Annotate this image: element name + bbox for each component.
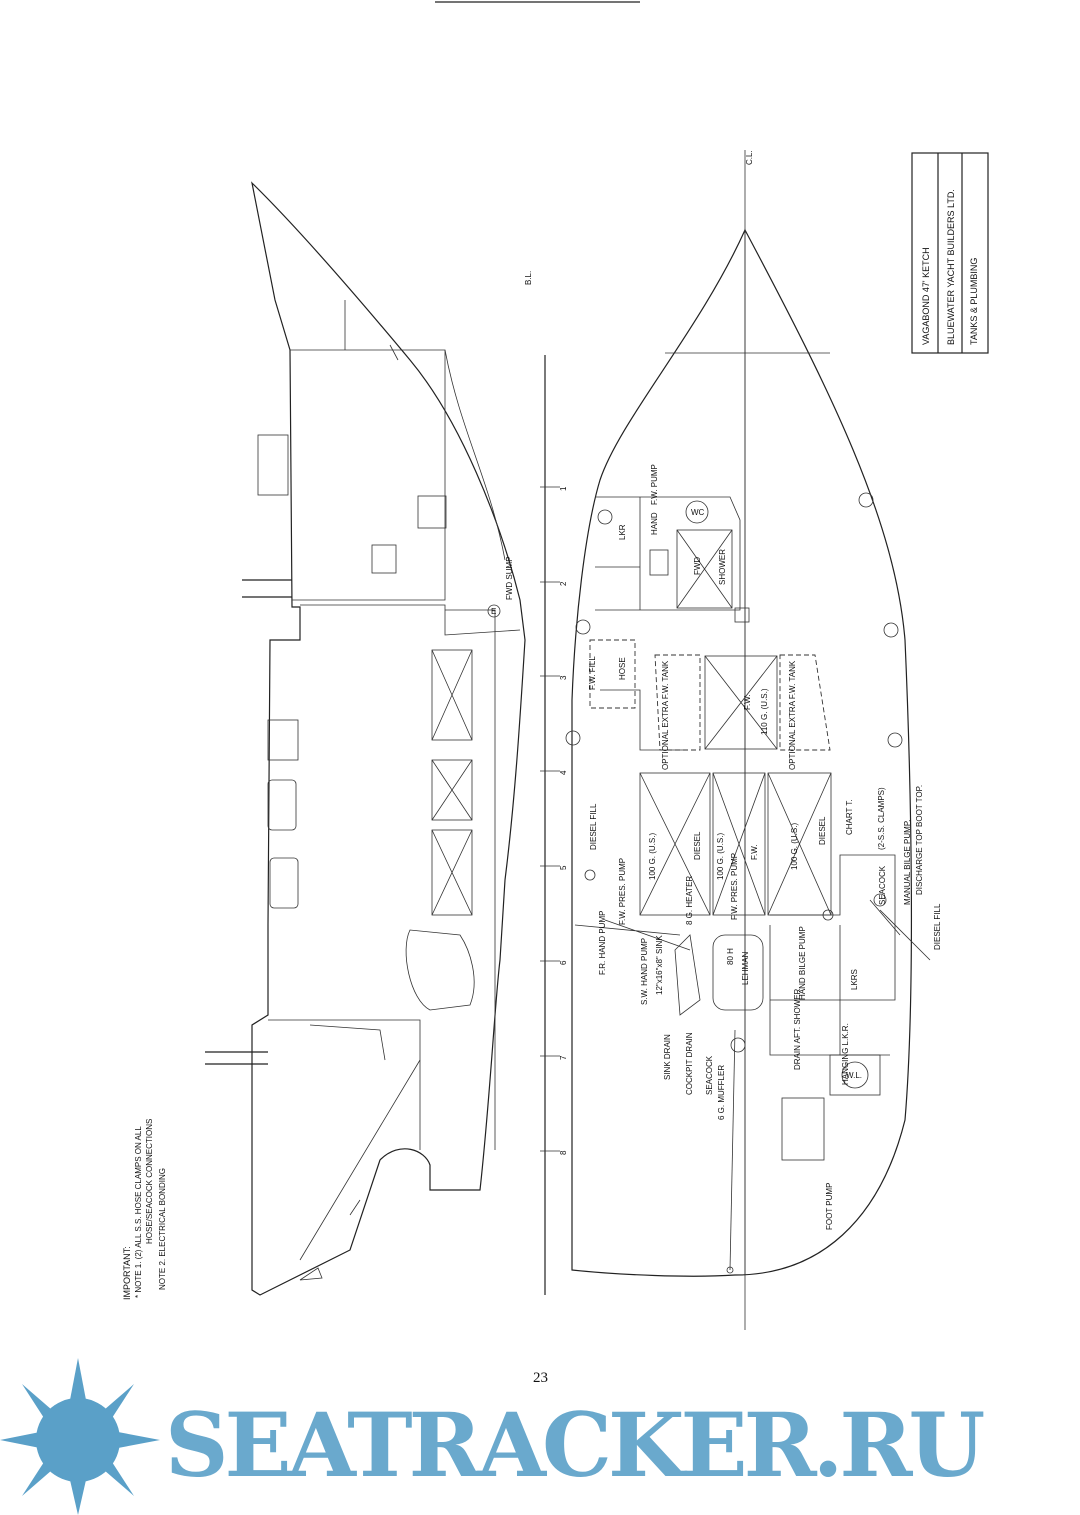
through-hull-fittings xyxy=(565,492,903,921)
station-3: 3 xyxy=(559,675,568,680)
label-hose: HOSE xyxy=(618,657,627,680)
label-hanging-lkr: HANGING L.K.R. xyxy=(841,1023,850,1085)
label-chart-table: CHART T. xyxy=(845,799,854,835)
watermark-text: SEATRACKER.RU xyxy=(165,1393,985,1497)
engine-outline xyxy=(712,934,764,1011)
title-drawing: TANKS & PLUMBING xyxy=(969,258,979,345)
label-sink-drain: SINK DRAIN xyxy=(663,1034,672,1080)
note-2: NOTE 2. ELECTRICAL BONDING xyxy=(158,1168,167,1290)
stations: 1 2 3 4 5 6 7 8 xyxy=(540,486,568,1155)
label-discharge: DISCHARGE TOP BOOT TOP. xyxy=(915,785,924,895)
label-diesel-2: DIESEL xyxy=(818,816,827,845)
wc-icon xyxy=(685,500,709,524)
page-number: 23 xyxy=(533,1370,548,1386)
bonding-marker xyxy=(487,604,501,618)
label-hand-bilge-pump: HAND BILGE PUMP xyxy=(798,926,807,1000)
profile-view: E FWD SUMP xyxy=(205,181,526,1296)
baseline-label: B.L. xyxy=(524,271,533,285)
label-fw-pres-pump-2: F.W. PRES. PUMP xyxy=(730,853,739,920)
station-6: 6 xyxy=(559,960,568,965)
station-8: 8 xyxy=(559,1150,568,1155)
fwd-sump-label: FWD SUMP xyxy=(505,556,514,600)
label-diesel-fill-1: DIESEL FILL xyxy=(589,803,598,850)
label-fw-capacity-2: 100 G. (U.S.) xyxy=(716,833,725,880)
note-1-line-2: HOSE/SEACOCK CONNECTIONS xyxy=(145,1119,154,1244)
label-fr-hand-pump: F.R. HAND PUMP xyxy=(598,911,607,975)
label-fw-fill: F.W. FILL xyxy=(588,656,597,690)
label-fw-2: F.W. xyxy=(750,844,759,860)
label-drain-aft-shower: DRAIN AFT. SHOWER xyxy=(793,988,802,1070)
label-wl: W.L. xyxy=(846,1071,862,1080)
note-1-line-1: * NOTE 1. (2) ALL S.S. HOSE CLAMPS ON AL… xyxy=(134,1126,143,1298)
station-7: 7 xyxy=(559,1055,568,1060)
plan-labels: F.W. PUMP HAND LKR FWD SHOWER WC F.W. FI… xyxy=(588,464,942,1230)
label-lkrs: LKRS xyxy=(850,969,859,990)
notes: IMPORTANT: * NOTE 1. (2) ALL S.S. HOSE C… xyxy=(122,1119,167,1300)
bonding-label: E xyxy=(491,607,496,616)
label-fw-tank: F.W. xyxy=(743,694,752,710)
label-diesel-capacity-1: 100 G. (U.S.) xyxy=(648,833,657,880)
plan-view xyxy=(565,228,931,1277)
label-optional-extra-1: OPTIONAL EXTRA F.W. TANK xyxy=(661,660,670,770)
title-block: VAGABOND 47' KETCH BLUEWATER YACHT BUILD… xyxy=(911,152,989,354)
label-manual-bilge-pump: MANUAL BILGE PUMP, xyxy=(903,820,912,905)
label-clamps: (2-S.S. CLAMPS) xyxy=(877,787,886,850)
label-seacock-1: SEACOCK xyxy=(878,865,887,905)
wl-icon xyxy=(841,1061,869,1089)
label-fwd: FWD xyxy=(693,557,702,575)
label-cockpit-drain: COCKPIT DRAIN xyxy=(685,1032,694,1095)
label-hand: HAND xyxy=(650,512,659,535)
label-engine-hp: 80 H xyxy=(726,948,735,965)
label-optional-extra-2: OPTIONAL EXTRA F.W. TANK xyxy=(788,660,797,770)
label-muffler: 6 G. MUFFLER xyxy=(717,1065,726,1120)
station-1: 1 xyxy=(559,486,568,491)
label-wc: WC xyxy=(691,508,705,517)
label-sw-hand-pump: S.W. HAND PUMP xyxy=(640,938,649,1005)
label-shower: SHOWER xyxy=(718,549,727,585)
station-4: 4 xyxy=(559,770,568,775)
label-diesel-1: DIESEL xyxy=(693,831,702,860)
title-boat: VAGABOND 47' KETCH xyxy=(921,247,931,345)
label-seacock-2: SEACOCK xyxy=(705,1055,714,1095)
station-2: 2 xyxy=(559,581,568,586)
watermark-sun-logo xyxy=(0,1358,160,1515)
title-builder: BLUEWATER YACHT BUILDERS LTD. xyxy=(946,189,956,345)
label-fw-pres-pump-1: F.W. PRES. PUMP xyxy=(618,858,627,925)
label-fw-pump: F.W. PUMP xyxy=(650,464,659,505)
label-engine: LEHMAN xyxy=(741,951,750,985)
notes-heading: IMPORTANT: xyxy=(122,1246,132,1300)
centerline-label: C.L. xyxy=(745,150,754,165)
label-fw-capacity: 110 G. (U.S.) xyxy=(760,688,769,735)
label-foot-pump: FOOT PUMP xyxy=(825,1183,834,1230)
label-sink: 12"x16"x8" SINK xyxy=(655,935,664,995)
label-heater: 8 G. HEATER xyxy=(685,876,694,925)
label-diesel-capacity-2: 100 G. (U.S.) xyxy=(790,823,799,870)
label-lkr: LKR xyxy=(618,524,627,540)
station-5: 5 xyxy=(559,865,568,870)
label-diesel-fill-2: DIESEL FILL xyxy=(933,903,942,950)
